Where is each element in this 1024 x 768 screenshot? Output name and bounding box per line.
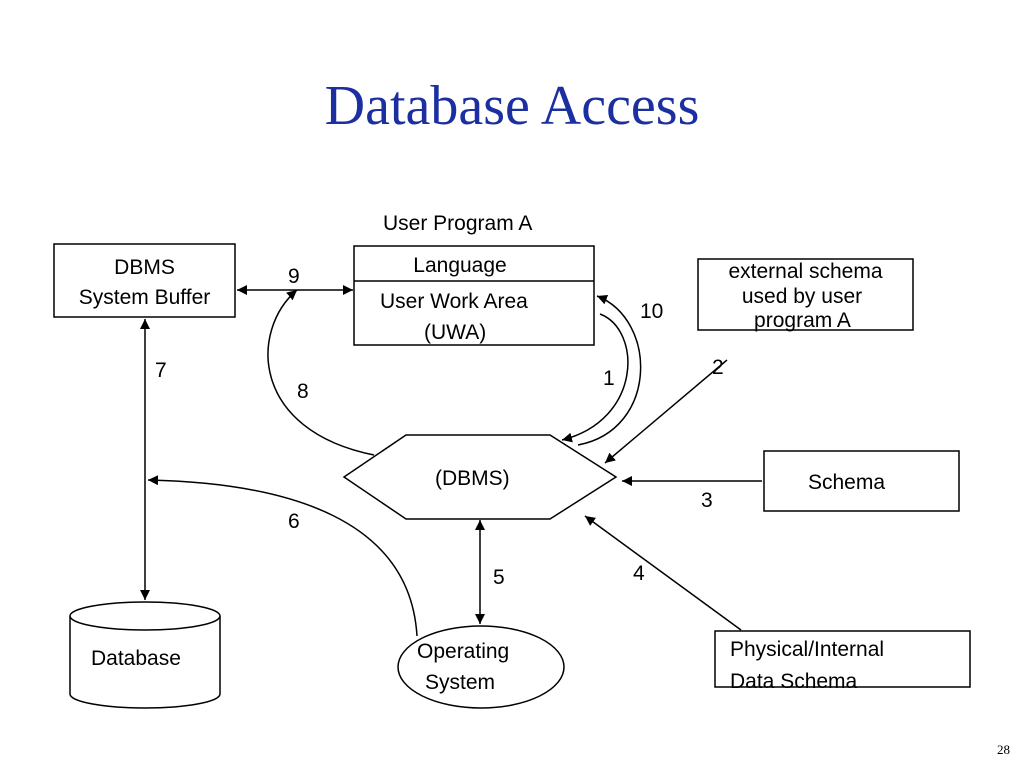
arrow-4 bbox=[584, 515, 742, 631]
os-line1: Operating bbox=[417, 640, 510, 663]
uwa-line2: (UWA) bbox=[424, 321, 487, 344]
step-8: 8 bbox=[297, 380, 309, 403]
database-cylinder-top bbox=[69, 601, 221, 631]
arrow-10 bbox=[577, 295, 642, 446]
dbms-buffer-line1: DBMS bbox=[114, 256, 175, 279]
step-7: 7 bbox=[155, 359, 167, 382]
step-2: 2 bbox=[712, 356, 724, 379]
physical-line2: Data Schema bbox=[730, 670, 858, 693]
external-schema-box bbox=[697, 258, 914, 331]
dbms-hexagon bbox=[342, 434, 618, 520]
step-1: 1 bbox=[603, 367, 615, 390]
os-line2: System bbox=[425, 671, 496, 694]
database-cylinder bbox=[69, 616, 221, 709]
dbms-buffer-line2: System Buffer bbox=[78, 286, 211, 309]
external-schema-line1: external schema bbox=[728, 260, 883, 283]
step-5: 5 bbox=[493, 566, 505, 589]
dbms-system-buffer-box bbox=[53, 243, 236, 318]
arrow-8 bbox=[267, 289, 375, 456]
uwa-line1: User Work Area bbox=[380, 290, 528, 313]
language-label: Language bbox=[413, 254, 507, 277]
step-3: 3 bbox=[701, 489, 713, 512]
step-9: 9 bbox=[288, 265, 300, 288]
dbms-label: (DBMS) bbox=[435, 467, 510, 490]
user-program-label: User Program A bbox=[383, 212, 533, 235]
external-schema-line3: program A bbox=[754, 309, 851, 332]
step-4: 4 bbox=[633, 562, 645, 585]
arrow-2 bbox=[604, 359, 728, 464]
schema-label: Schema bbox=[808, 471, 886, 494]
slide-number: 28 bbox=[997, 742, 1010, 757]
arrow-1 bbox=[561, 313, 629, 443]
operating-system-ellipse bbox=[397, 625, 565, 709]
arrow-6 bbox=[147, 475, 418, 637]
physical-line1: Physical/Internal bbox=[730, 638, 885, 661]
physical-schema-box bbox=[714, 630, 971, 688]
external-schema-line2: used by user bbox=[741, 285, 863, 308]
step-6: 6 bbox=[288, 510, 300, 533]
slide-title: Database Access bbox=[324, 75, 700, 137]
schema-box bbox=[763, 450, 960, 512]
database-label: Database bbox=[91, 647, 181, 670]
step-10: 10 bbox=[640, 300, 664, 323]
user-work-area-box bbox=[353, 245, 595, 346]
